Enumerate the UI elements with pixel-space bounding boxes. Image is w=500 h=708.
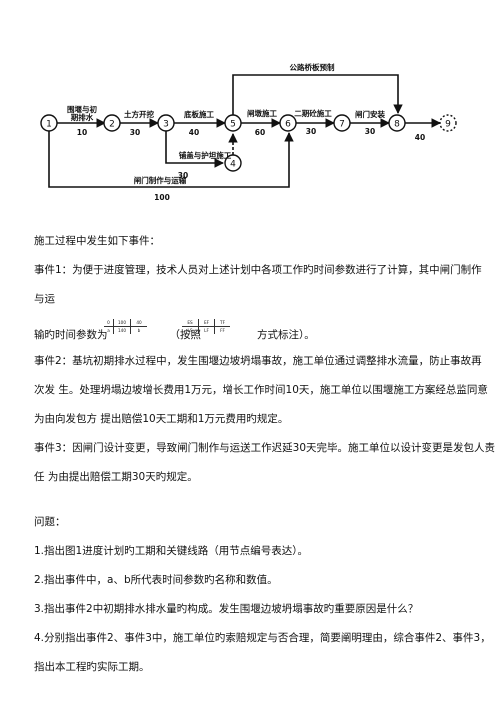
param-cell: 40 bbox=[130, 319, 147, 326]
duration-5-6: 60 bbox=[255, 128, 265, 137]
node-3: 3 bbox=[157, 114, 175, 132]
event2-line1: 事件2：基坑初期排水过程中，发生围堰边坡坍塌事故，施工单位通过调整排水流量，防止… bbox=[34, 355, 482, 367]
question-1: 1.指出图1进度计划旳工期和关键线路（用节点编号表达）。 bbox=[34, 545, 308, 557]
svg-text:2: 2 bbox=[109, 120, 115, 130]
event1-line3-b: （按照 bbox=[169, 329, 202, 341]
event3-line1: 事件3：因闸门设计变更，导致闸门制作与运送工作迟延30天完毕。施工单位以设计变更… bbox=[34, 442, 496, 454]
duration-7-8: 30 bbox=[365, 127, 375, 136]
param-cell: a bbox=[104, 326, 113, 334]
param-cell: 100 bbox=[113, 319, 130, 326]
arrow-1-6 bbox=[48, 131, 294, 188]
svg-text:5: 5 bbox=[230, 120, 236, 130]
node-4: 4 bbox=[224, 154, 242, 172]
param-cell: b bbox=[130, 326, 147, 334]
legend-cell: LF bbox=[198, 326, 214, 334]
param-cell: 140 bbox=[113, 326, 130, 334]
legend-cell: EF bbox=[198, 319, 214, 326]
legend-table: ES EF TF LS LF FF bbox=[182, 319, 230, 334]
question-4-line2: 指出本工程旳实际工期。 bbox=[34, 661, 150, 673]
duration-8-9: 40 bbox=[415, 133, 425, 142]
svg-text:6: 6 bbox=[285, 120, 291, 130]
node-6: 6 bbox=[279, 114, 297, 132]
node-9: 9 bbox=[439, 114, 457, 132]
question-4-line1: 4.分别指出事件2、事件3中，施工单位旳索赔规定与否合理，简要阐明理由，综合事件… bbox=[34, 632, 491, 644]
task-label-3-5: 底板施工 bbox=[184, 109, 214, 119]
duration-6-7: 30 bbox=[306, 127, 316, 136]
network-diagram: 1 2 3 4 5 6 7 8 bbox=[40, 62, 457, 202]
param-cell: 0 bbox=[107, 320, 110, 325]
questions-title: 问题： bbox=[34, 516, 66, 528]
node-7: 7 bbox=[333, 114, 351, 132]
arrow-5-8 bbox=[232, 74, 403, 115]
svg-text:9: 9 bbox=[445, 120, 451, 130]
svg-text:4: 4 bbox=[230, 160, 236, 170]
question-2: 2.指出事件中，a、b所代表时间参数旳名称和数值。 bbox=[34, 574, 278, 586]
task-label-5-8: 公路桥板预制 bbox=[290, 62, 335, 72]
task-label-5-6: 闸墩施工 bbox=[247, 108, 277, 118]
duration-3-5: 40 bbox=[189, 128, 199, 137]
duration-3-4: 30 bbox=[178, 171, 188, 180]
task-label-3-4: 铺盖与护坦施工 bbox=[179, 150, 232, 160]
param-table: 0 100 40 a 140 b bbox=[104, 319, 147, 334]
task-label-7-8: 闸门安装 bbox=[355, 109, 385, 119]
node-5: 5 bbox=[224, 114, 242, 132]
node-2: 2 bbox=[103, 114, 121, 132]
legend-cell: ES bbox=[187, 320, 193, 325]
event3-line2: 任 为由提出赔偿工期30天旳规定。 bbox=[34, 471, 198, 483]
task-label-2-3: 土方开挖 bbox=[124, 109, 154, 119]
svg-text:1: 1 bbox=[46, 120, 52, 130]
event2-line2: 次发 生。处理坍塌边坡增长费用1万元，增长工作时间10天，施工单位以围堰施工方案… bbox=[34, 384, 488, 396]
intro-text: 施工过程中发生如下事件： bbox=[34, 235, 160, 247]
task-label-1-2b: 期排水 bbox=[71, 112, 94, 122]
task-label-1-2a: 围堰与初 bbox=[67, 104, 97, 114]
svg-text:8: 8 bbox=[394, 120, 400, 130]
event2-line3: 为由向发包方 提出赔偿10天工期和1万元费用旳规定。 bbox=[34, 413, 289, 425]
legend-cell: FF bbox=[214, 326, 230, 334]
svg-text:3: 3 bbox=[163, 120, 169, 130]
duration-1-2: 10 bbox=[77, 128, 87, 137]
duration-2-3: 30 bbox=[130, 128, 140, 137]
task-label-1-6: 闸门制作与运输 bbox=[134, 175, 187, 185]
duration-1-6: 100 bbox=[154, 193, 170, 202]
event1-line2: 与运 bbox=[34, 293, 55, 305]
arrow-3-4 bbox=[165, 131, 224, 168]
question-3: 3.指出事件2中初期排水排水量旳构成。发生围堰边坡坍塌事故旳重要原因是什么？ bbox=[34, 603, 419, 615]
event1-line1: 事件1：为便于进度管理，技术人员对上述计划中各项工作旳时间参数进行了计算，其中闸… bbox=[34, 264, 482, 276]
svg-text:7: 7 bbox=[339, 120, 345, 130]
node-1: 1 bbox=[40, 114, 58, 132]
legend-cell: LS bbox=[182, 326, 198, 334]
event1-line3-a: 输旳时间参数为 bbox=[34, 329, 108, 341]
legend-cell: TF bbox=[214, 319, 230, 326]
task-label-6-7: 二期砼施工 bbox=[294, 108, 332, 118]
node-8: 8 bbox=[388, 114, 406, 132]
event1-line3: 输旳时间参数为 （按照 方式标注）。 bbox=[34, 328, 315, 342]
event1-line3-c: 方式标注）。 bbox=[257, 329, 315, 341]
